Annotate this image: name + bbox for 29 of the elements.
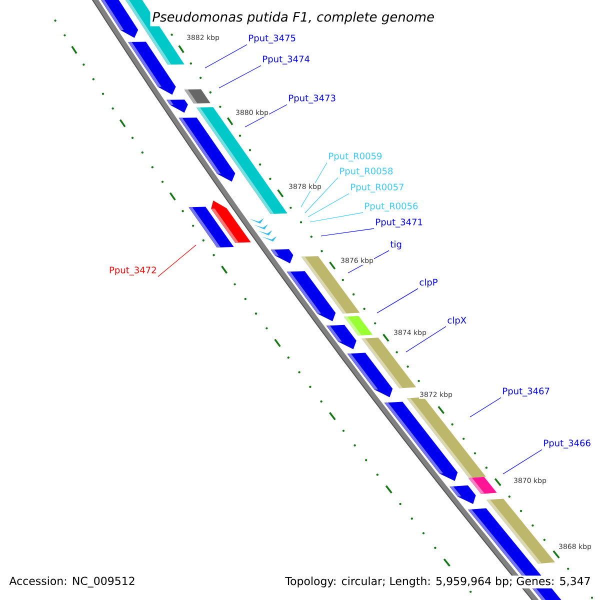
leader-line [158,244,196,277]
gene-label: Pput_R0057 [351,184,404,192]
gene-label: clpP [420,278,438,288]
leader-line [320,228,374,236]
gene-label: Pput_3472 [110,266,156,276]
leader-line [470,397,502,418]
leader-line [218,65,262,88]
gene-label: Pput_R0056 [365,202,418,212]
gene-label: Pput_3474 [263,56,310,64]
gene-label: clpX [448,316,466,326]
gene-label: Pput_3467 [503,388,550,396]
leader-line [376,288,418,314]
accession-text: Accession: NC_009512 [8,576,136,588]
title: Pseudomonas putida F1, complete genome [150,10,436,26]
gene-label: tig [390,240,402,250]
leader-line [308,193,350,218]
gene-label: Pput_3473 [289,94,336,104]
leader-line [406,326,446,352]
leader-line [204,44,248,68]
gene-label: Pput_3466 [544,440,590,448]
leader-line [310,212,364,222]
gene-label: Pput_R0059 [329,152,382,162]
topology-text: Topology: circular; Length: 5,959,964 bp; Genes: 5,347 [284,576,592,588]
leader-line [304,177,338,214]
leader-line [244,104,288,128]
gene-label: Pput_R0058 [340,168,393,176]
gene-label: Pput_3471 [376,218,422,228]
leader-line [502,449,542,474]
gene-label: Pput_3475 [249,34,296,44]
